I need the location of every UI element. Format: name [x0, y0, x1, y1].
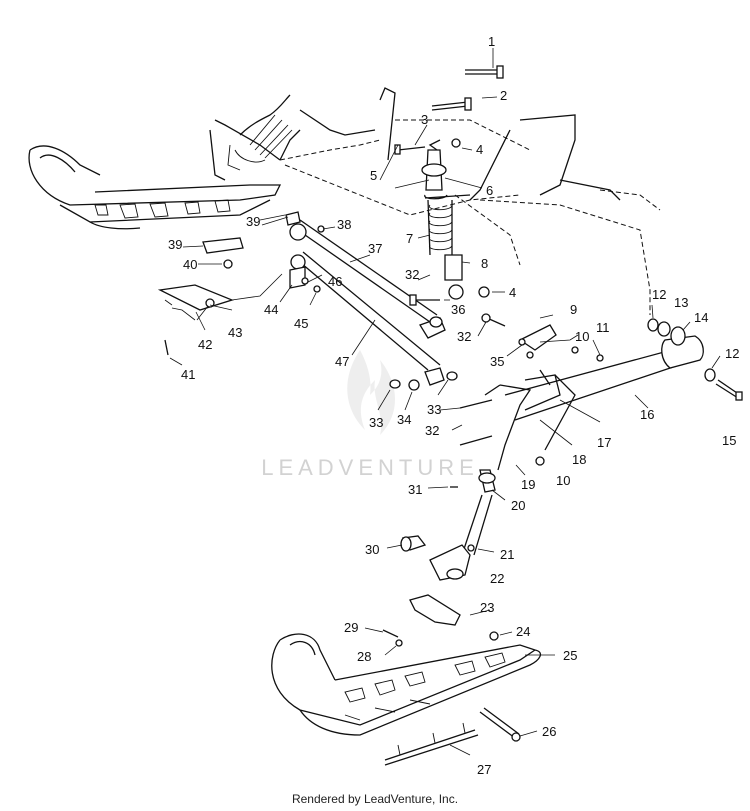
callout-20: 20 [511, 498, 526, 513]
callout-30: 30 [365, 542, 380, 557]
callout-9: 9 [570, 302, 578, 317]
callout-10: 10 [575, 329, 590, 344]
callout-16: 16 [640, 407, 655, 422]
callout-32b: 32 [457, 329, 472, 344]
callout-3: 3 [421, 112, 429, 127]
chassis-frame [279, 87, 661, 315]
callout-45: 45 [294, 316, 309, 331]
callout-15: 15 [722, 433, 737, 448]
callout-18: 18 [572, 452, 587, 467]
callout-32: 32 [405, 267, 420, 282]
ski-25 [271, 633, 542, 736]
callout-25: 25 [563, 648, 578, 663]
footer-credit: Rendered by LeadVenture, Inc. [291, 792, 459, 806]
callout-44: 44 [264, 302, 279, 317]
callout-5: 5 [370, 168, 378, 183]
callout-10b: 10 [556, 473, 571, 488]
callout-12: 12 [652, 287, 667, 302]
callout-17: 17 [597, 435, 612, 450]
callout-4: 4 [476, 142, 484, 157]
callout-11: 11 [596, 320, 610, 335]
callout-32c: 32 [425, 423, 440, 438]
callout-31: 31 [408, 482, 423, 497]
bushing-30 [400, 535, 427, 552]
watermark-text: LEADVENTURE [261, 455, 479, 480]
callout-37: 37 [368, 241, 383, 256]
callout-21: 21 [500, 547, 515, 562]
fasteners [157, 65, 743, 742]
callout-34: 34 [397, 412, 412, 427]
callout-47: 47 [335, 354, 350, 369]
callout-33: 33 [369, 415, 384, 430]
callout-14: 14 [694, 310, 709, 325]
callout-12b: 12 [725, 346, 740, 361]
callout-29: 29 [344, 620, 359, 635]
callout-40: 40 [183, 257, 198, 272]
callout-35: 35 [490, 354, 505, 369]
callout-27: 27 [477, 762, 492, 777]
callout-26: 26 [542, 724, 557, 739]
ski-spindle [429, 384, 532, 581]
callout-7: 7 [406, 231, 414, 246]
callout-13: 13 [674, 295, 689, 310]
callout-8: 8 [481, 256, 489, 271]
callout-46: 46 [328, 274, 343, 289]
callout-23: 23 [480, 600, 495, 615]
shock-absorber [421, 139, 471, 300]
callout-1: 1 [488, 34, 496, 49]
callout-6: 6 [486, 183, 494, 198]
callout-2: 2 [500, 88, 508, 103]
callout-36: 36 [451, 302, 466, 317]
callout-42: 42 [198, 337, 213, 352]
wear-bar-27 [384, 722, 479, 766]
callout-4b: 4 [509, 285, 517, 300]
leader-lines [164, 48, 721, 756]
control-arm [504, 335, 704, 451]
callout-24: 24 [516, 624, 531, 639]
background-ski-assembly [28, 94, 293, 230]
callout-38: 38 [337, 217, 352, 232]
callout-39: 39 [246, 214, 261, 229]
callout-43: 43 [228, 325, 243, 340]
callout-28: 28 [357, 649, 372, 664]
callout-39b: 39 [168, 237, 183, 252]
ski-saddle-23 [409, 594, 461, 626]
callout-22: 22 [490, 571, 505, 586]
watermark-logo [347, 350, 395, 435]
callout-41: 41 [181, 367, 196, 382]
callout-19: 19 [521, 477, 536, 492]
callout-33b: 33 [427, 402, 442, 417]
